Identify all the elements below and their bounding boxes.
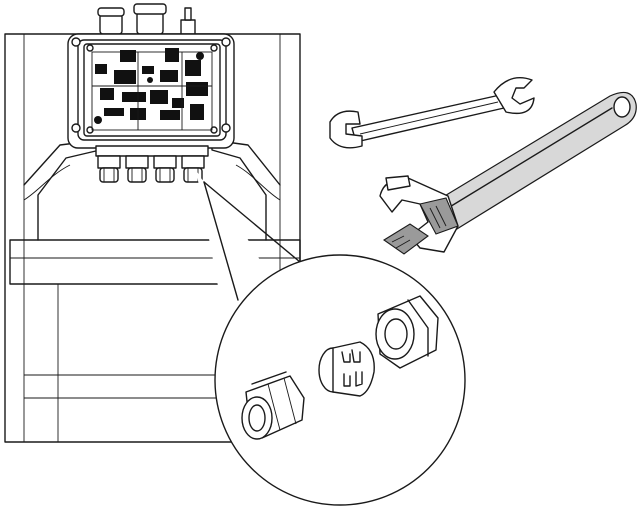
top-cable-gland	[97, 7, 125, 35]
cable-gland-seal	[318, 341, 375, 397]
open-end-wrench-icon	[329, 77, 535, 149]
cable-gland-body	[241, 371, 305, 440]
cable-gland-cap-nut	[375, 295, 439, 369]
enclosure-screws	[71, 37, 231, 134]
top-cable-gland	[133, 3, 167, 35]
top-antenna-connector	[180, 7, 196, 35]
circuit-board	[91, 48, 213, 131]
junction-box	[67, 3, 235, 183]
bottom-cable-glands	[95, 145, 209, 183]
adjustable-wrench-icon	[379, 91, 637, 255]
